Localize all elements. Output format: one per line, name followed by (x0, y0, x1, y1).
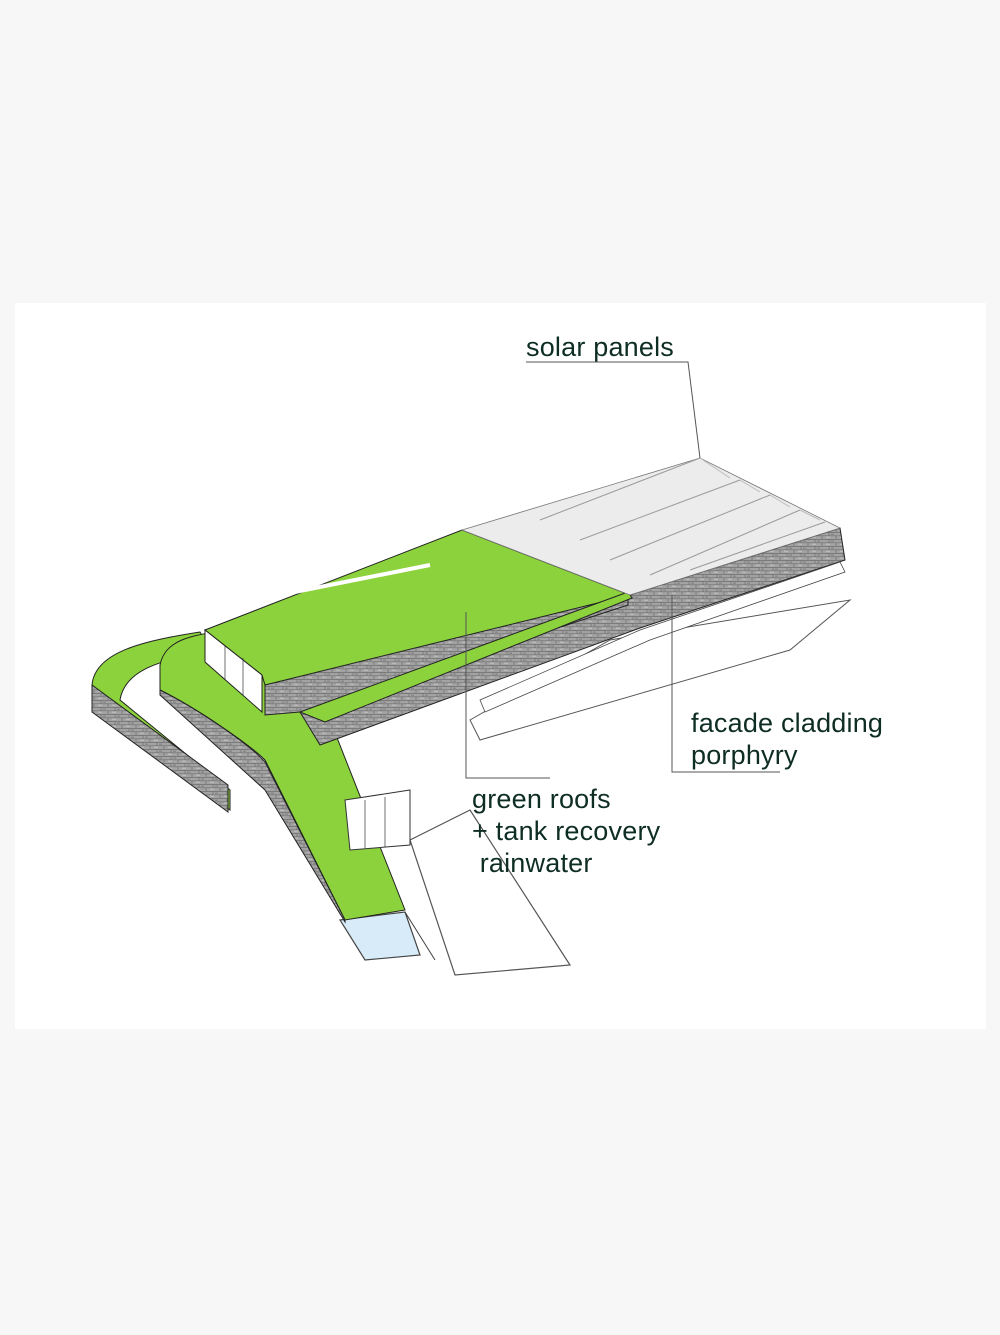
entrance-block (204, 628, 263, 714)
solar-panels-label: solar panels (526, 332, 674, 362)
facade-cladding-label: facade cladding porphyry (691, 708, 884, 770)
pool (338, 911, 436, 961)
leader-solar (526, 361, 701, 459)
ramp-green-roof (159, 629, 406, 924)
green-roofs-label: green roofs + tank recovery rainwater (472, 784, 661, 878)
main-glazing (479, 561, 846, 713)
ground-slab-entrance (409, 809, 572, 976)
leader-green (465, 612, 550, 779)
leader-facade (671, 595, 780, 773)
solar-panels (460, 457, 842, 596)
ramp-glazing (344, 789, 411, 851)
